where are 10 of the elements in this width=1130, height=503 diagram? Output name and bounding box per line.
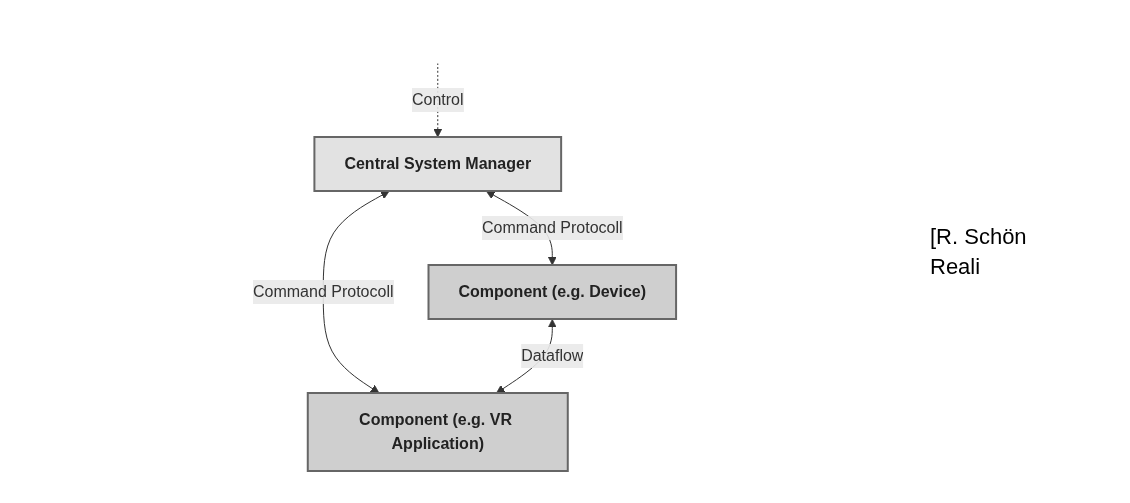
edge-label: Control xyxy=(412,90,465,108)
edge-label: Command Protocoll xyxy=(253,282,394,300)
node-box: Component (e.g. Device) xyxy=(427,263,678,320)
node-box: Component (e.g. VR Application) xyxy=(307,391,570,472)
citation-text: [R. Schön xyxy=(930,223,1028,250)
edge-label: Dataflow xyxy=(521,346,584,364)
arrow xyxy=(323,190,390,393)
edge-label: Command Protocoll xyxy=(482,218,623,236)
node-box: Central System Manager xyxy=(313,135,563,192)
citation-text: Reali xyxy=(930,253,982,280)
